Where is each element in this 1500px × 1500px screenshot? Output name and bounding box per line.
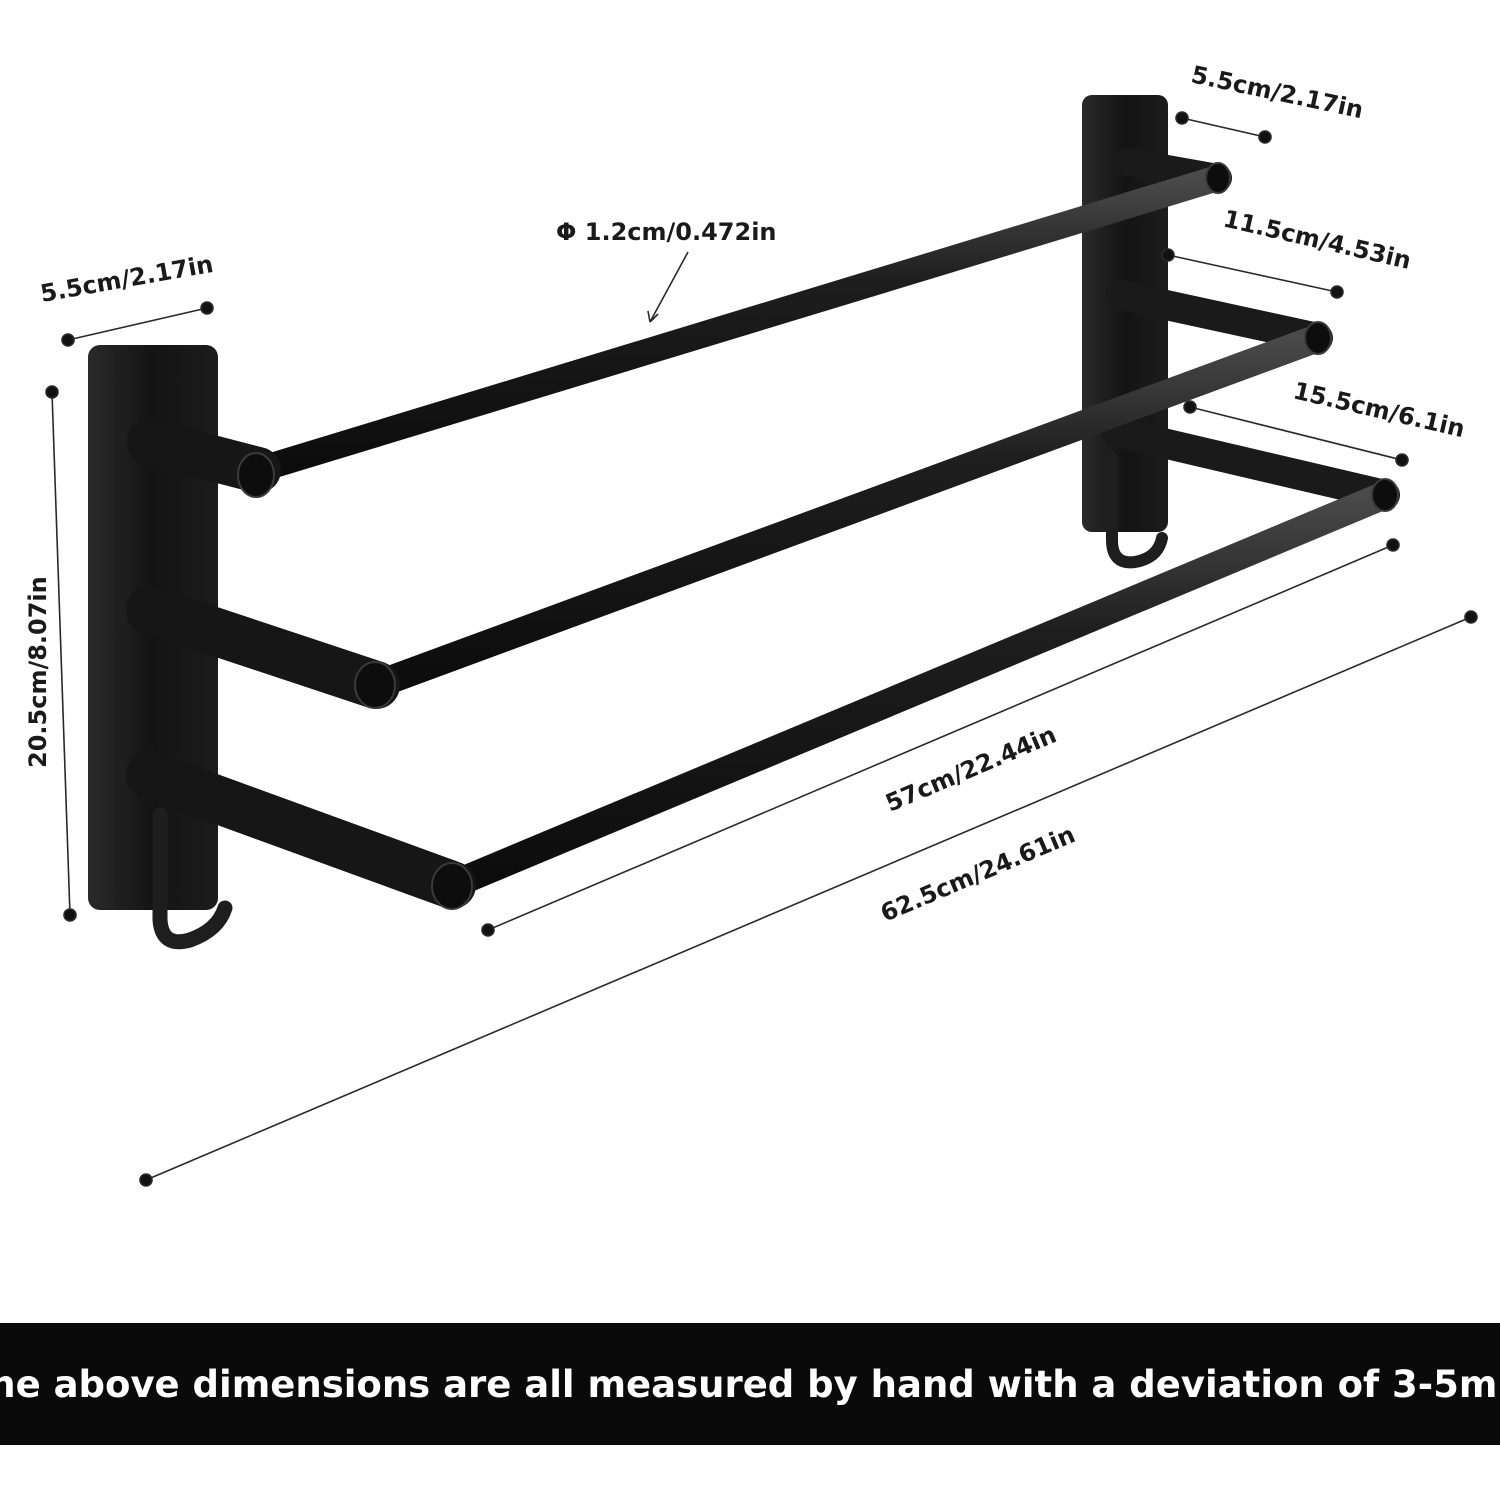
rod-diameter-label: Φ 1.2cm/0.472in [556,218,777,246]
front-hook-icon [152,807,233,950]
footer-banner: The above dimensions are all measured by… [0,1323,1500,1445]
middle-rod [362,324,1332,699]
bottom-rod [438,481,1399,899]
back-hook-icon [1106,452,1168,569]
front-bracket [88,162,1399,950]
back-bracket [1082,95,1400,569]
left-bracket-width-label: 5.5cm/2.17in [38,250,215,308]
measurement-note: The above dimensions are all measured by… [0,1362,1500,1406]
top-rod [245,165,1231,483]
top-bracket-width-label: 5.5cm/2.17in [1189,60,1366,124]
middle-rod-cap [354,661,396,709]
rods [245,165,1399,899]
top-rod-cap [237,452,275,498]
height-label: 20.5cm/8.07in [24,576,52,768]
second-depth-label: 11.5cm/4.53in [1221,205,1414,275]
total-length-label: 62.5cm/24.61in [876,820,1079,927]
third-depth-label: 15.5cm/6.1in [1291,377,1468,444]
dimension-lines [45,111,1478,1187]
bottom-rod-cap [431,862,473,910]
